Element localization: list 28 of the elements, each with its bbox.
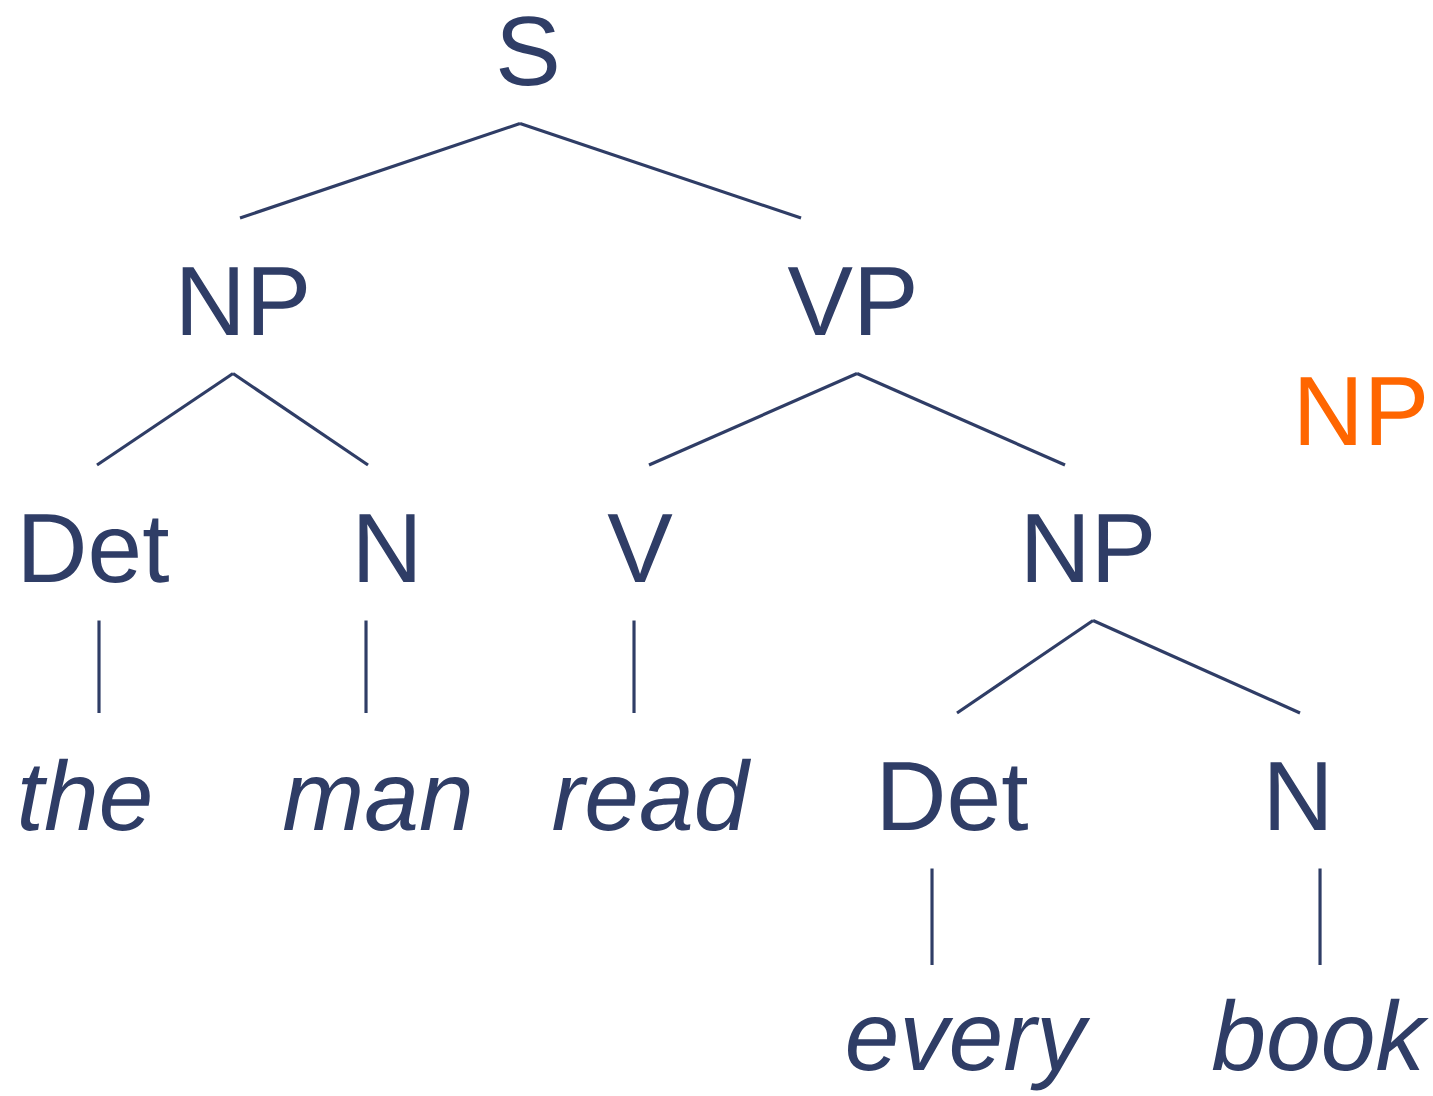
- tree-branch: [232, 372, 369, 467]
- word-label: the: [21, 758, 150, 831]
- category-label: NP: [1027, 514, 1152, 582]
- tree-branch: [648, 372, 858, 467]
- category-label: NP: [182, 267, 307, 335]
- tree-branch: [856, 372, 1066, 467]
- category-label: Det: [24, 514, 169, 583]
- category-label: N: [1270, 762, 1326, 830]
- category-label: V: [607, 514, 673, 582]
- category-label: S: [499, 16, 557, 86]
- tree-branch: [956, 619, 1094, 715]
- tree-branch: [364, 620, 368, 713]
- word-label: read: [553, 758, 752, 831]
- category-label: N: [359, 514, 415, 582]
- category-label: VP: [787, 267, 914, 335]
- category-label: NP: [1300, 377, 1425, 445]
- tree-branch: [239, 122, 521, 220]
- tree-branch: [1318, 868, 1322, 965]
- tree-branch: [930, 868, 934, 965]
- tree-branch: [519, 122, 802, 220]
- word-label: book: [1212, 998, 1429, 1071]
- tree-branch: [97, 620, 101, 713]
- category-label: Det: [883, 762, 1028, 831]
- tree-branch: [96, 372, 234, 467]
- word-label: every: [848, 1017, 1091, 1091]
- tree-branch: [632, 620, 636, 713]
- word-label: man: [283, 777, 470, 831]
- tree-branch: [1092, 619, 1301, 715]
